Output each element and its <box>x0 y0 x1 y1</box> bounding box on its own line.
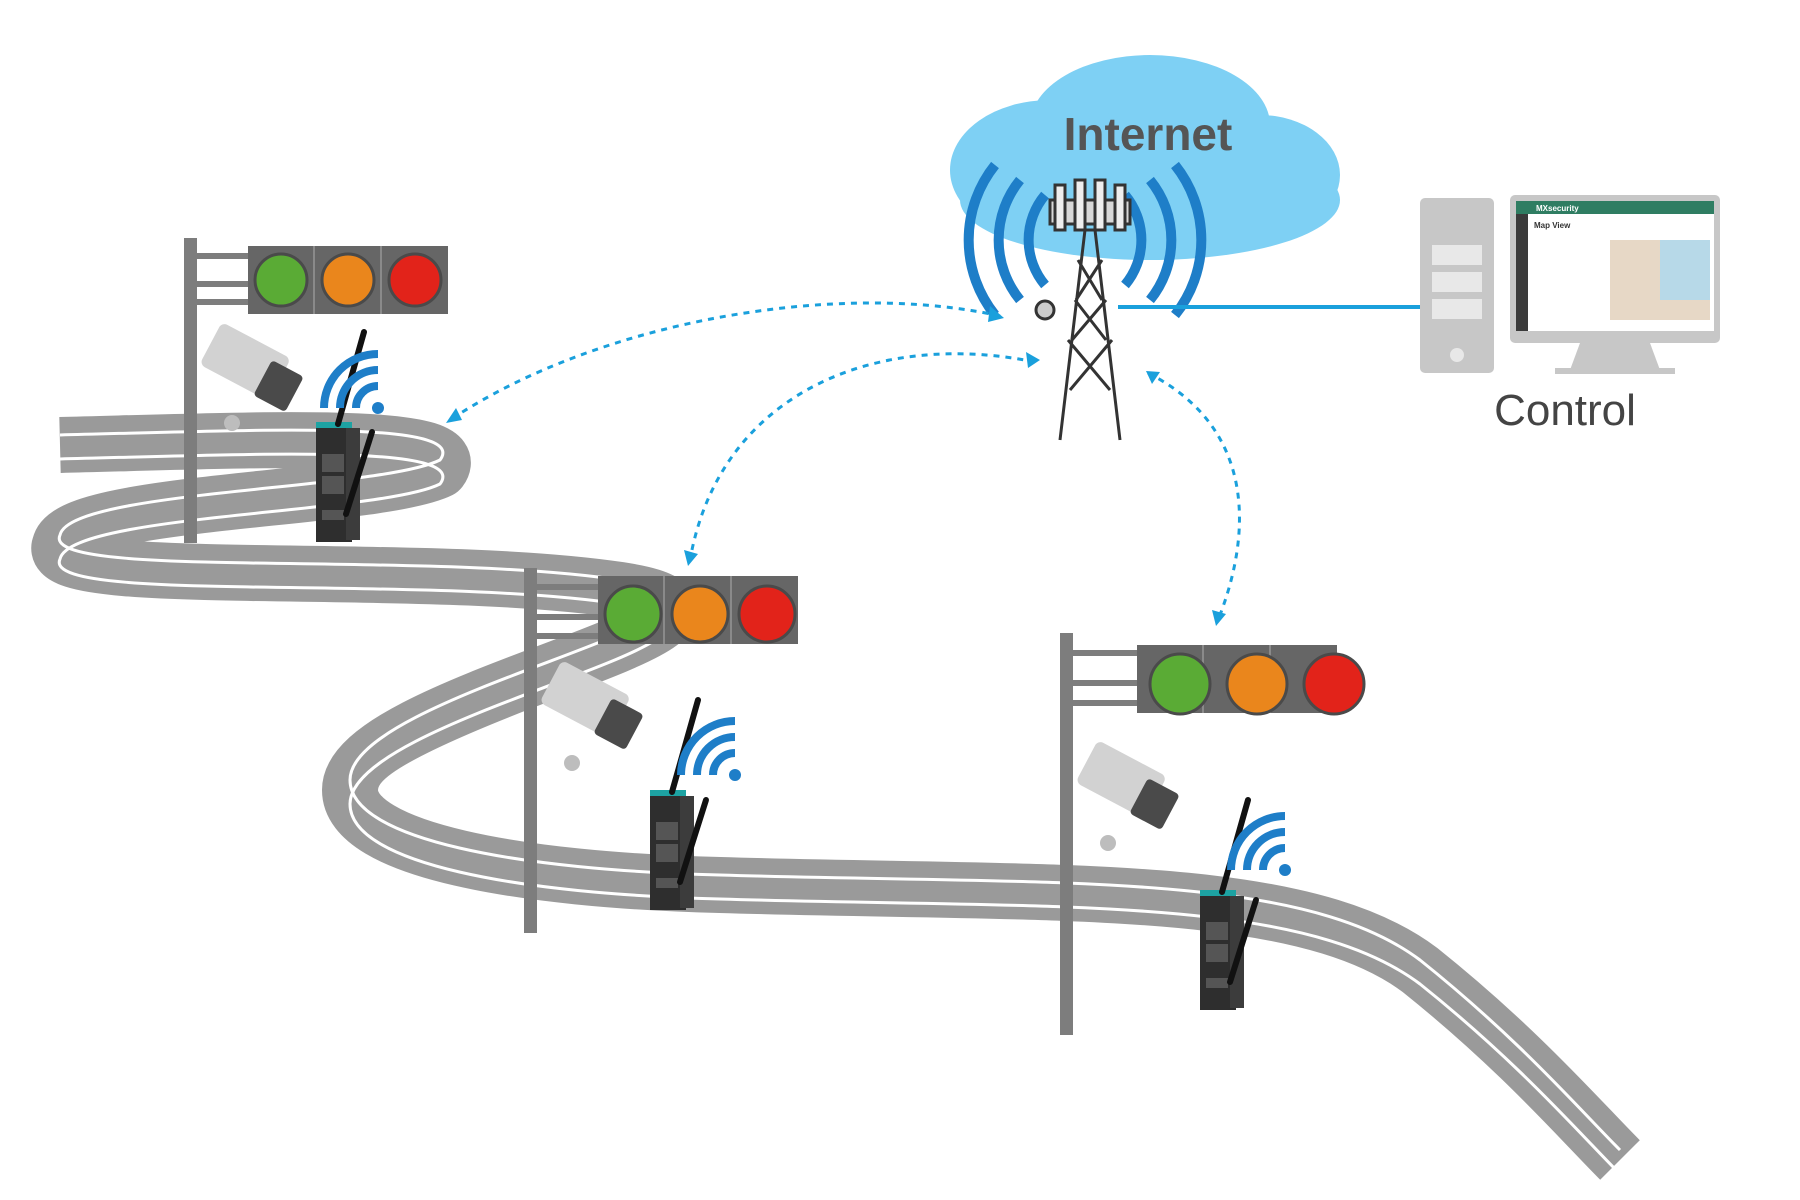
traffic-camera-icon <box>1075 740 1180 831</box>
amber-light <box>320 252 376 308</box>
monitor-view-title: Map View <box>1534 221 1571 230</box>
wifi-icon <box>324 354 384 414</box>
red-light <box>737 584 797 644</box>
server-icon <box>1420 198 1494 373</box>
wireless-links <box>449 301 1241 621</box>
internet-label: Internet <box>1064 108 1233 160</box>
monitor-app-title: MXsecurity <box>1536 204 1579 213</box>
cell-tower-icon <box>1034 178 1132 441</box>
red-light <box>1302 652 1366 716</box>
amber-light <box>1225 652 1289 716</box>
link-arrowheads <box>446 306 1226 626</box>
traffic-camera-icon <box>199 322 304 413</box>
green-light <box>1148 652 1212 716</box>
road <box>31 412 1640 1180</box>
amber-light <box>670 584 730 644</box>
tower-signal-icon <box>963 161 1207 319</box>
control-label: Control <box>1494 386 1636 435</box>
monitor-icon <box>1510 195 1720 374</box>
green-light <box>253 252 309 308</box>
red-light <box>387 252 443 308</box>
traffic-signal-2 <box>524 568 799 933</box>
traffic-signal-1 <box>184 238 449 543</box>
green-light <box>603 584 663 644</box>
traffic-signal-3 <box>1060 633 1366 1035</box>
